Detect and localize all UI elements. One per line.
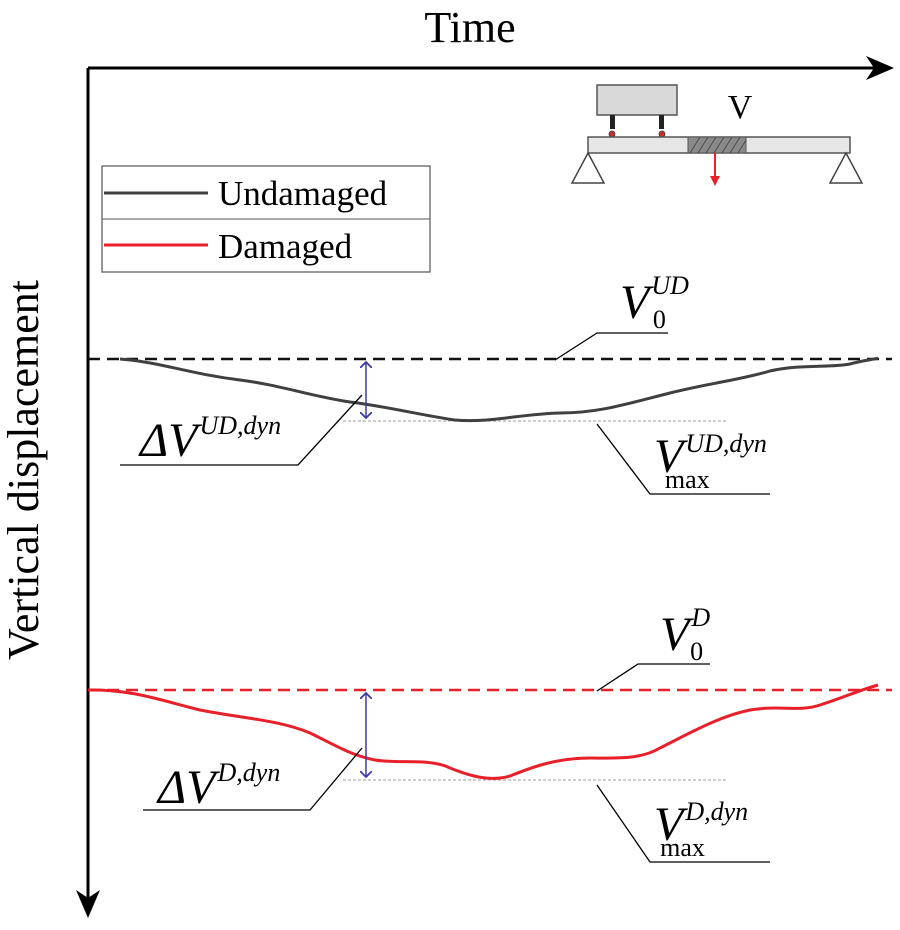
damaged-zone bbox=[687, 136, 747, 154]
inset-label: V bbox=[728, 89, 753, 126]
damaged-curve bbox=[87, 683, 879, 780]
legend-label-damaged: Damaged bbox=[218, 227, 353, 266]
beam-inset: V bbox=[570, 84, 864, 186]
wheel-right bbox=[658, 130, 666, 138]
axes: Time Vertical displacement bbox=[0, 3, 894, 918]
support-right bbox=[828, 151, 864, 184]
support-left bbox=[570, 151, 606, 184]
time-axis-arrowhead bbox=[866, 56, 894, 80]
legend-label-undamaged: Undamaged bbox=[218, 174, 388, 213]
damage-hatching bbox=[689, 136, 747, 154]
undamaged-delta-leader bbox=[120, 394, 363, 466]
displacement-axis-arrowhead bbox=[76, 890, 100, 918]
undamaged-delta-label: ΔVUD,dyn bbox=[138, 411, 281, 467]
vehicle-axle-left bbox=[610, 115, 615, 129]
damaged-vmax-leader bbox=[596, 784, 770, 863]
legend: Undamaged Damaged bbox=[101, 165, 431, 273]
deflection-arrowhead bbox=[710, 176, 720, 186]
x-axis-label: Time bbox=[424, 3, 515, 52]
vehicle-body bbox=[596, 84, 678, 116]
undamaged-v0-leader bbox=[554, 332, 668, 361]
y-axis-label: Vertical displacement bbox=[0, 280, 48, 660]
damaged-delta-label: ΔVD,dyn bbox=[156, 758, 280, 814]
vehicle-axle-right bbox=[659, 115, 664, 129]
damaged-v0-leader bbox=[596, 663, 710, 692]
undamaged-vmax-leader bbox=[596, 423, 770, 495]
damaged-delta-leader bbox=[143, 747, 363, 811]
wheel-left bbox=[608, 130, 616, 138]
undamaged-curve bbox=[119, 356, 879, 423]
